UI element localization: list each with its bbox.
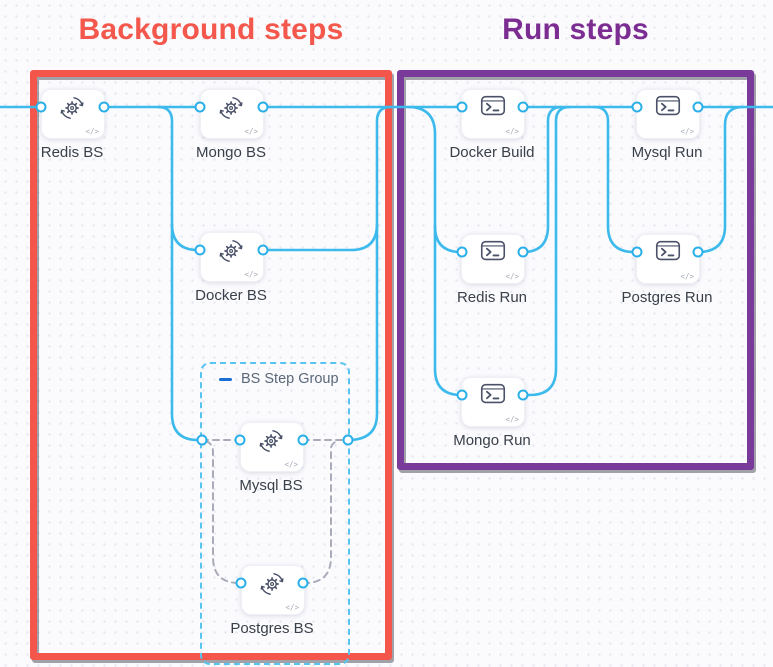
port-postgres-run-in[interactable] bbox=[631, 246, 643, 258]
port-mongo-bs-in[interactable] bbox=[194, 101, 206, 113]
terminal-icon bbox=[478, 93, 508, 120]
port-group-out[interactable] bbox=[342, 434, 354, 446]
port-mongo-run-in[interactable] bbox=[456, 389, 468, 401]
step-card[interactable]: </> bbox=[461, 89, 525, 139]
connector-branch-to-group bbox=[156, 105, 204, 442]
step-label: Mongo BS bbox=[195, 144, 267, 161]
step-card[interactable]: </> bbox=[200, 232, 264, 282]
step-card[interactable]: </> bbox=[636, 234, 700, 284]
gear-sync-icon bbox=[217, 93, 247, 123]
port-postgres-run-out[interactable] bbox=[692, 246, 704, 258]
node-mysql-run[interactable]: </> Mysql Run bbox=[632, 89, 702, 161]
port-docker-build-out[interactable] bbox=[517, 101, 529, 113]
bs-step-group-header[interactable]: BS Step Group bbox=[219, 371, 339, 387]
node-docker-bs[interactable]: </> Docker BS bbox=[195, 232, 267, 304]
code-icon: </> bbox=[85, 127, 99, 136]
step-label: Redis BS bbox=[40, 144, 104, 161]
connector-branch-to-mongo-run bbox=[406, 105, 463, 397]
background-steps-box bbox=[30, 70, 392, 660]
port-docker-build-in[interactable] bbox=[456, 101, 468, 113]
port-mysql-run-in[interactable] bbox=[631, 101, 643, 113]
step-label: Mysql Run bbox=[631, 144, 703, 161]
step-label: Docker BS bbox=[195, 287, 267, 304]
port-docker-bs-in[interactable] bbox=[194, 244, 206, 256]
port-mysql-bs-out[interactable] bbox=[297, 434, 309, 446]
port-docker-bs-out[interactable] bbox=[257, 244, 269, 256]
node-mysql-bs[interactable]: </> Mysql BS bbox=[239, 422, 304, 494]
port-mongo-run-out[interactable] bbox=[517, 389, 529, 401]
connector-postgres-run-return bbox=[696, 105, 745, 254]
node-redis-bs[interactable]: </> Redis BS bbox=[41, 89, 105, 161]
bs-step-group-box[interactable] bbox=[200, 362, 350, 665]
code-icon: </> bbox=[244, 270, 258, 279]
connector-docker-bs-return bbox=[261, 222, 379, 252]
step-card[interactable]: </> bbox=[241, 565, 305, 615]
code-icon: </> bbox=[285, 603, 299, 612]
dashed-postgres-bs-return bbox=[302, 440, 339, 584]
gear-sync-icon bbox=[217, 236, 247, 266]
port-group-in[interactable] bbox=[196, 434, 208, 446]
step-label: Redis Run bbox=[456, 289, 528, 306]
gear-sync-icon bbox=[58, 93, 88, 123]
port-postgres-bs-out[interactable] bbox=[297, 577, 309, 589]
code-icon: </> bbox=[244, 127, 258, 136]
gear-sync-icon bbox=[258, 569, 288, 599]
code-icon: </> bbox=[680, 127, 694, 136]
bs-step-group-label: BS Step Group bbox=[241, 371, 339, 387]
step-card[interactable]: </> bbox=[240, 422, 304, 472]
terminal-icon bbox=[653, 238, 683, 265]
step-card[interactable]: </> bbox=[200, 89, 264, 139]
code-icon: </> bbox=[284, 460, 298, 469]
step-label: Mongo Run bbox=[453, 432, 531, 449]
run-steps-box bbox=[397, 70, 754, 470]
connector-branch-to-postgres-run bbox=[592, 105, 639, 254]
collapse-minus-icon[interactable] bbox=[219, 377, 232, 381]
node-postgres-run[interactable]: </> Postgres Run bbox=[622, 234, 712, 306]
gear-sync-icon bbox=[257, 426, 287, 456]
step-label: Postgres Run bbox=[621, 289, 713, 306]
background-steps-title: Background steps bbox=[78, 13, 344, 46]
step-card[interactable]: </> bbox=[461, 234, 525, 284]
code-icon: </> bbox=[680, 272, 694, 281]
node-postgres-bs[interactable]: </> Postgres BS bbox=[230, 565, 314, 637]
terminal-icon bbox=[653, 93, 683, 120]
port-redis-bs-out[interactable] bbox=[98, 101, 110, 113]
port-mongo-bs-out[interactable] bbox=[257, 101, 269, 113]
port-mysql-run-out[interactable] bbox=[692, 101, 704, 113]
code-icon: </> bbox=[505, 415, 519, 424]
step-card[interactable]: </> bbox=[41, 89, 105, 139]
port-postgres-bs-in[interactable] bbox=[235, 577, 247, 589]
step-card[interactable]: </> bbox=[461, 377, 525, 427]
connector-mongo-run-return bbox=[521, 105, 572, 397]
dashed-branch-to-postgres-bs bbox=[205, 440, 242, 584]
connector-group-return bbox=[346, 105, 393, 442]
port-redis-bs-in[interactable] bbox=[35, 101, 47, 113]
port-redis-run-out[interactable] bbox=[517, 246, 529, 258]
node-docker-build[interactable]: </> Docker Build bbox=[449, 89, 535, 161]
step-card[interactable]: </> bbox=[636, 89, 700, 139]
connector-redis-run-return bbox=[521, 105, 564, 254]
terminal-icon bbox=[478, 238, 508, 265]
node-mongo-run[interactable]: </> Mongo Run bbox=[453, 377, 531, 449]
port-redis-run-in[interactable] bbox=[456, 246, 468, 258]
terminal-icon bbox=[478, 381, 508, 408]
step-label: Postgres BS bbox=[230, 620, 314, 637]
step-label: Docker Build bbox=[449, 144, 535, 161]
port-mysql-bs-in[interactable] bbox=[234, 434, 246, 446]
run-steps-title: Run steps bbox=[502, 13, 649, 46]
node-redis-run[interactable]: </> Redis Run bbox=[457, 234, 527, 306]
node-mongo-bs[interactable]: </> Mongo BS bbox=[196, 89, 266, 161]
step-label: Mysql BS bbox=[239, 477, 303, 494]
code-icon: </> bbox=[505, 127, 519, 136]
code-icon: </> bbox=[505, 272, 519, 281]
